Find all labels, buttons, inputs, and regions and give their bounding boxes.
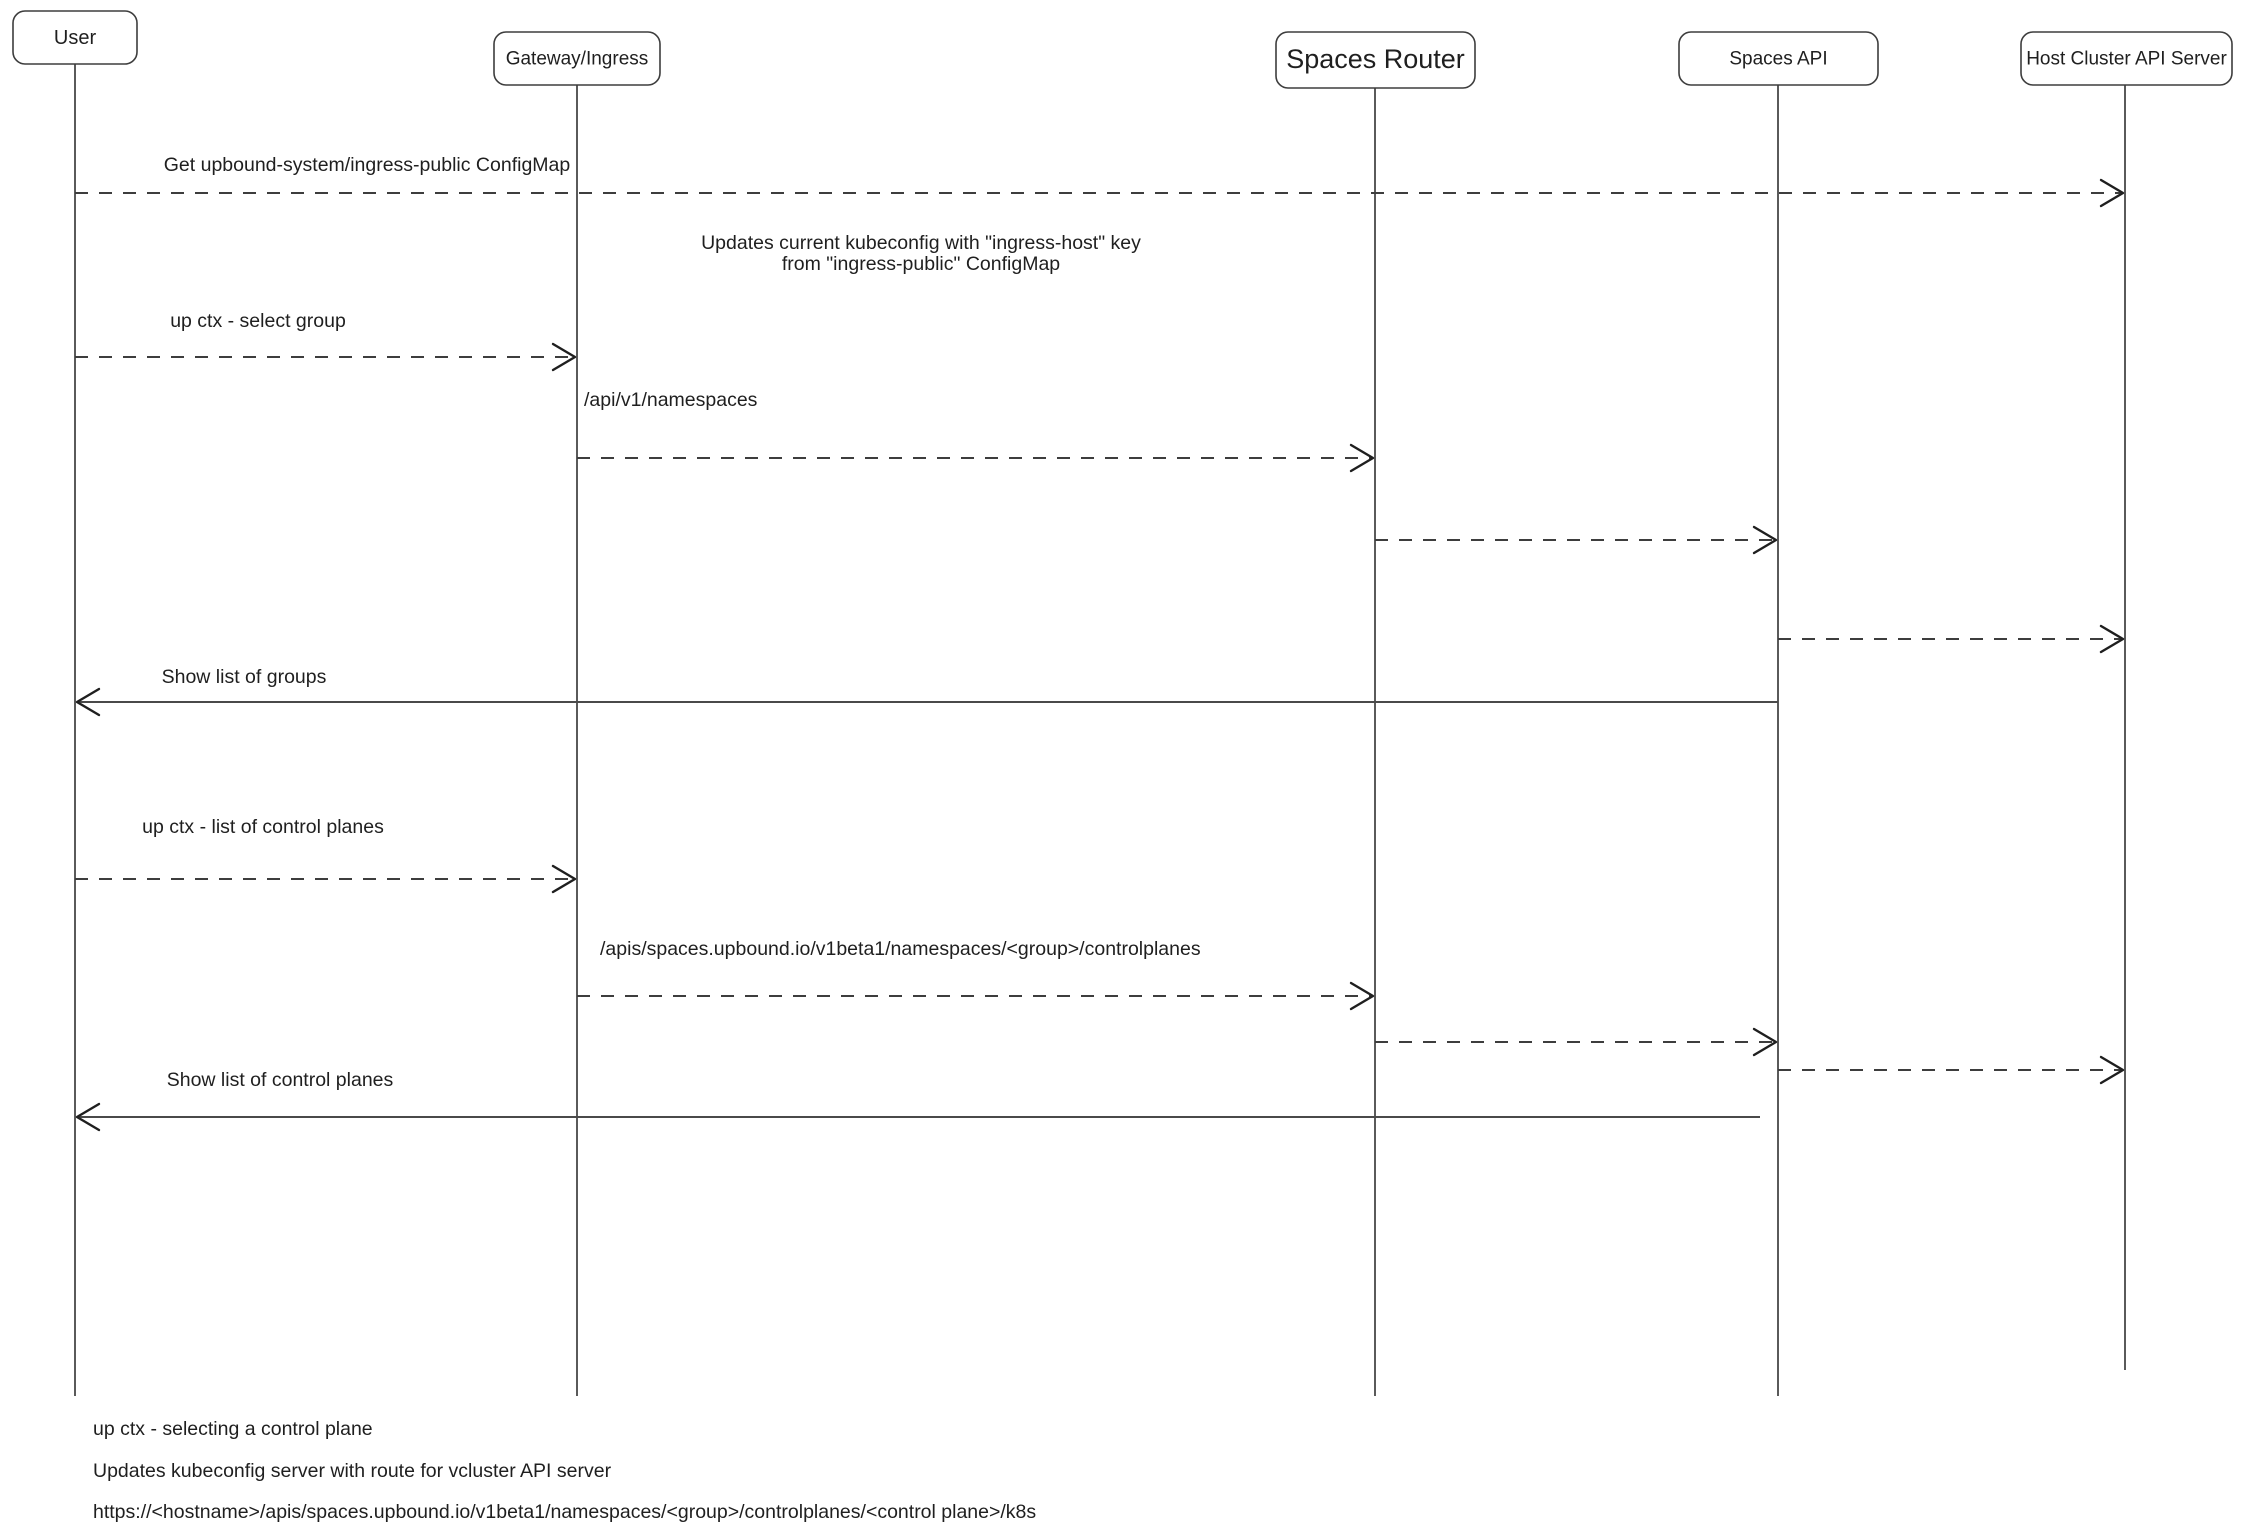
arrowhead xyxy=(1752,1027,1778,1057)
note-n1: Updates current kubeconfig with "ingress… xyxy=(701,232,1141,275)
message-label-m11: Show list of control planes xyxy=(167,1069,394,1091)
message-m2[interactable]: up ctx - select group xyxy=(75,310,577,372)
arrowhead xyxy=(551,342,577,372)
lifelines-layer xyxy=(74,64,2126,1396)
footer-line-f2: Updates kubeconfig server with route for… xyxy=(93,1460,612,1482)
message-m10[interactable] xyxy=(1778,1055,2125,1085)
arrowhead xyxy=(1349,981,1375,1011)
message-m7[interactable]: up ctx - list of control planes xyxy=(75,816,577,894)
participant-label-gateway: Gateway/Ingress xyxy=(506,49,649,70)
messages-layer: Get upbound-system/ingress-public Config… xyxy=(75,154,2125,1132)
message-m1[interactable]: Get upbound-system/ingress-public Config… xyxy=(75,154,2125,208)
arrowhead xyxy=(2099,624,2125,654)
message-label-m7: up ctx - list of control planes xyxy=(142,816,384,838)
message-m3[interactable]: /api/v1/namespaces xyxy=(577,389,1375,473)
arrowhead xyxy=(1349,443,1375,473)
footer-layer: up ctx - selecting a control planeUpdate… xyxy=(93,1418,1036,1523)
participant-label-spapi: Spaces API xyxy=(1729,49,1827,70)
participant-box-router xyxy=(1275,31,1476,89)
message-m11[interactable]: Show list of control planes xyxy=(75,1069,1760,1132)
message-label-m3: /api/v1/namespaces xyxy=(584,389,758,411)
arrowhead xyxy=(551,864,577,894)
footer-line-f1: up ctx - selecting a control plane xyxy=(93,1418,373,1440)
participant-user[interactable]: User xyxy=(12,10,138,65)
participant-label-router: Spaces Router xyxy=(1286,44,1465,74)
arrowhead xyxy=(1752,525,1778,555)
message-m6[interactable]: Show list of groups xyxy=(75,666,1778,717)
arrowhead xyxy=(2099,1055,2125,1085)
message-m9[interactable] xyxy=(1375,1027,1778,1057)
message-m5[interactable] xyxy=(1778,624,2125,654)
message-m4[interactable] xyxy=(1375,525,1778,555)
participant-box-hostapi xyxy=(2020,31,2233,86)
note-line: Updates current kubeconfig with "ingress… xyxy=(701,232,1141,254)
note-line: from "ingress-public" ConfigMap xyxy=(782,253,1060,275)
arrowhead xyxy=(75,1102,101,1132)
message-label-m6: Show list of groups xyxy=(162,666,327,688)
message-label-m8: /apis/spaces.upbound.io/v1beta1/namespac… xyxy=(600,938,1201,960)
participant-label-hostapi: Host Cluster API Server xyxy=(2026,49,2227,70)
participant-router[interactable]: Spaces Router xyxy=(1275,31,1476,89)
arrowhead xyxy=(75,687,101,717)
message-m8[interactable]: /apis/spaces.upbound.io/v1beta1/namespac… xyxy=(577,938,1375,1011)
message-label-m1: Get upbound-system/ingress-public Config… xyxy=(164,154,571,176)
notes-layer: Updates current kubeconfig with "ingress… xyxy=(701,232,1141,275)
participant-box-gateway xyxy=(493,31,661,86)
participant-box-user xyxy=(12,10,138,65)
participant-hostapi[interactable]: Host Cluster API Server xyxy=(2020,31,2233,86)
message-label-m2: up ctx - select group xyxy=(170,310,346,332)
footer-line-f3: https://<hostname>/apis/spaces.upbound.i… xyxy=(93,1501,1036,1523)
arrowhead xyxy=(2099,178,2125,208)
participant-gateway[interactable]: Gateway/Ingress xyxy=(493,31,661,86)
participant-spapi[interactable]: Spaces API xyxy=(1678,31,1879,86)
participant-label-user: User xyxy=(54,27,97,49)
participant-box-spapi xyxy=(1678,31,1879,86)
